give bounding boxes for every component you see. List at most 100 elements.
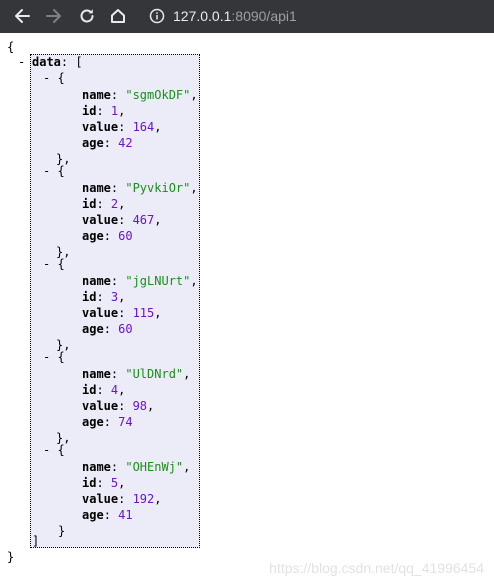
open-brace: { bbox=[7, 40, 15, 54]
field-line-name: name: "jgLNUrt", bbox=[82, 274, 198, 288]
value-id: 5 bbox=[110, 476, 119, 490]
key-name: name bbox=[82, 274, 111, 288]
value-name: "PyvkiOr" bbox=[125, 181, 191, 195]
key-age: age bbox=[82, 415, 104, 429]
value-value: 115 bbox=[132, 306, 155, 320]
field-line-value: value: 115, bbox=[82, 306, 162, 320]
data-key-line: data: [ bbox=[32, 55, 83, 69]
key-id: id bbox=[82, 197, 97, 211]
reload-icon bbox=[80, 9, 94, 23]
field-line-name: name: "PyvkiOr", bbox=[82, 181, 198, 195]
value-age: 60 bbox=[118, 229, 133, 243]
value-name: "OHEnWj" bbox=[125, 460, 184, 474]
forward-button[interactable] bbox=[42, 4, 66, 28]
value-value: 467 bbox=[132, 213, 155, 227]
browser-toolbar: 127.0.0.1:8090/api1 bbox=[0, 0, 494, 33]
key-value: value bbox=[82, 399, 119, 413]
value-age: 74 bbox=[118, 415, 133, 429]
key-age: age bbox=[82, 322, 104, 336]
item-open-line: - { bbox=[43, 442, 65, 458]
value-name: "sgmOkDF" bbox=[125, 88, 191, 102]
item-open-brace: { bbox=[57, 443, 65, 457]
field-line-id: id: 4, bbox=[82, 383, 126, 397]
collapse-toggle-item[interactable]: - bbox=[43, 350, 51, 364]
key-id: id bbox=[82, 104, 97, 118]
field-line-id: id: 5, bbox=[82, 476, 126, 490]
value-id: 2 bbox=[110, 197, 119, 211]
watermark: https://blog.csdn.net/qq_41996454 bbox=[269, 560, 484, 576]
key-value: value bbox=[82, 213, 119, 227]
back-button[interactable] bbox=[10, 4, 34, 28]
address-bar[interactable]: 127.0.0.1:8090/api1 bbox=[143, 3, 488, 29]
value-age: 41 bbox=[118, 508, 133, 522]
field-line-age: age: 60 bbox=[82, 322, 133, 336]
reload-button[interactable] bbox=[75, 4, 99, 28]
url-path: :8090/api1 bbox=[231, 8, 297, 24]
info-icon[interactable] bbox=[149, 8, 165, 24]
open-bracket: [ bbox=[75, 55, 83, 69]
item-open-brace: { bbox=[57, 71, 65, 85]
item-close-brace: }, bbox=[56, 152, 71, 166]
field-line-name: name: "OHEnWj", bbox=[82, 460, 191, 474]
field-line-value: value: 98, bbox=[82, 399, 155, 413]
item-open-brace: { bbox=[57, 350, 65, 364]
home-icon bbox=[111, 9, 125, 23]
key-data: data bbox=[32, 55, 61, 69]
item-open-line: - { bbox=[43, 256, 65, 272]
value-value: 164 bbox=[132, 120, 155, 134]
home-button[interactable] bbox=[106, 4, 130, 28]
collapse-toggle-item[interactable]: - bbox=[43, 443, 51, 457]
key-value: value bbox=[82, 120, 119, 134]
value-age: 42 bbox=[118, 136, 133, 150]
value-id: 1 bbox=[110, 104, 119, 118]
key-value: value bbox=[82, 306, 119, 320]
url-text[interactable]: 127.0.0.1:8090/api1 bbox=[173, 8, 297, 24]
url-host: 127.0.0.1 bbox=[173, 8, 232, 24]
close-bracket: ] bbox=[32, 534, 40, 548]
key-age: age bbox=[82, 508, 104, 522]
arrow-right-icon bbox=[46, 9, 61, 23]
value-value: 98 bbox=[132, 399, 148, 413]
field-line-age: age: 60 bbox=[82, 229, 133, 243]
collapse-toggle-item[interactable]: - bbox=[43, 257, 51, 271]
item-open-brace: { bbox=[57, 257, 65, 271]
item-open-line: - { bbox=[43, 70, 65, 86]
close-brace: } bbox=[7, 550, 15, 564]
field-line-id: id: 2, bbox=[82, 197, 126, 211]
collapse-toggle-data[interactable]: - bbox=[18, 55, 26, 69]
item-close-brace: }, bbox=[56, 338, 71, 352]
field-line-value: value: 164, bbox=[82, 120, 162, 134]
value-name: "UlDNrd" bbox=[125, 367, 184, 381]
field-line-name: name: "sgmOkDF", bbox=[82, 88, 198, 102]
key-age: age bbox=[82, 136, 104, 150]
item-close-brace: } bbox=[58, 524, 66, 538]
field-line-age: age: 74 bbox=[82, 415, 133, 429]
value-value: 192 bbox=[132, 492, 155, 506]
key-name: name bbox=[82, 181, 111, 195]
item-close-brace: }, bbox=[56, 431, 71, 445]
data-block-highlight bbox=[30, 54, 200, 548]
value-id: 4 bbox=[110, 383, 119, 397]
field-line-age: age: 41 bbox=[82, 508, 133, 522]
collapse-toggle-item[interactable]: - bbox=[43, 164, 51, 178]
key-name: name bbox=[82, 367, 111, 381]
key-id: id bbox=[82, 383, 97, 397]
json-viewer: { - data: [ - { name: "sgmOkDF", id: 1, val… bbox=[0, 33, 494, 585]
key-name: name bbox=[82, 88, 111, 102]
field-line-value: value: 467, bbox=[82, 213, 162, 227]
value-name: "jgLNUrt" bbox=[125, 274, 191, 288]
key-value: value bbox=[82, 492, 119, 506]
key-name: name bbox=[82, 460, 111, 474]
field-line-id: id: 3, bbox=[82, 290, 126, 304]
item-open-line: - { bbox=[43, 349, 65, 365]
key-id: id bbox=[82, 290, 97, 304]
collapse-toggle-item[interactable]: - bbox=[43, 71, 51, 85]
item-close-brace: }, bbox=[56, 245, 71, 259]
key-id: id bbox=[82, 476, 97, 490]
value-id: 3 bbox=[110, 290, 119, 304]
key-age: age bbox=[82, 229, 104, 243]
field-line-age: age: 42 bbox=[82, 136, 133, 150]
field-line-name: name: "UlDNrd", bbox=[82, 367, 191, 381]
field-line-id: id: 1, bbox=[82, 104, 126, 118]
field-line-value: value: 192, bbox=[82, 492, 162, 506]
